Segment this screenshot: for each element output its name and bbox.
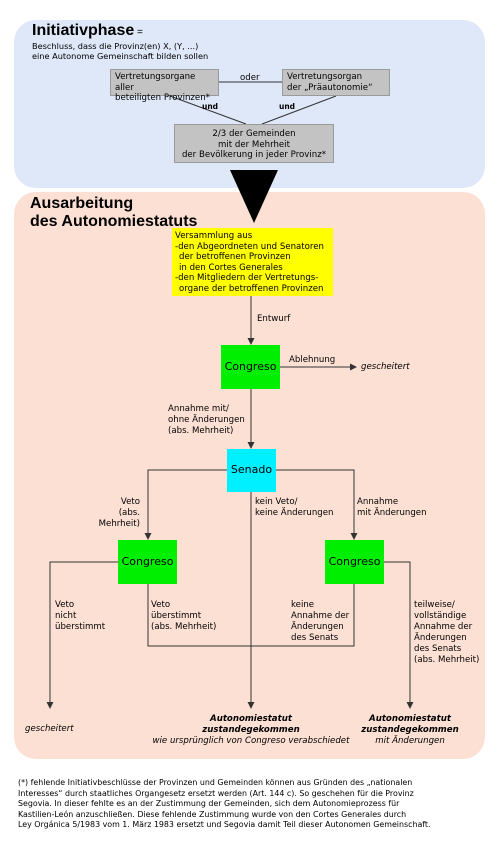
label-line: (abs. Mehrheit) xyxy=(414,655,480,665)
label-line: Annahme der xyxy=(414,622,473,632)
phase1-title-text: Initiativphase xyxy=(32,22,135,39)
assembly-text-line: in den Cortes Generales xyxy=(179,262,283,273)
label-line: teilweise/ xyxy=(414,600,455,610)
veto-nicht-label: Veto nicht überstimmt xyxy=(55,600,105,633)
result-line: zustandegekommen xyxy=(202,725,300,735)
result-amended: Autonomiestatut zustandegekommen mit Änd… xyxy=(358,714,462,747)
phase2-title-line: Ausarbeitung xyxy=(30,195,134,212)
label-line: vollständige xyxy=(414,611,467,621)
footnote-line: Ley Orgánica 5/1983 vom 1. März 1983 ers… xyxy=(18,820,431,829)
box-text-line: der „Präautonomie“ xyxy=(287,82,373,93)
congreso-box-right: Congreso xyxy=(325,540,384,584)
ablehnung-label: Ablehnung xyxy=(289,355,336,365)
box-text-line: beteiligten Provinzen* xyxy=(115,93,210,103)
phase1-subtitle: Beschluss, dass die Provinz(en) X, (Y, .… xyxy=(32,41,208,61)
label-line: mit Änderungen xyxy=(357,508,427,518)
box-text-line: mit der Mehrheit xyxy=(218,139,290,150)
kein-veto-label: kein Veto/ keine Änderungen xyxy=(255,497,334,519)
gescheitert-label-top: gescheitert xyxy=(361,362,410,372)
congreso-box-left: Congreso xyxy=(118,540,177,584)
label-line: Annahme mit/ xyxy=(168,404,229,414)
result-line: mit Änderungen xyxy=(375,736,445,746)
result-line: Autonomiestatut xyxy=(369,714,451,724)
phase1-subtitle-line: Beschluss, dass die Provinz(en) X, (Y, .… xyxy=(32,41,199,51)
assembly-box: Versammlung aus -den Abgeordneten und Se… xyxy=(172,228,333,296)
phase1-title: Initiativphase = xyxy=(32,22,143,40)
veto-ueberstimmt-label: Veto überstimmt (abs. Mehrheit) xyxy=(151,600,216,633)
assembly-text-line: der betroffenen Provinzen xyxy=(179,252,291,262)
label-line: des Senats xyxy=(414,644,462,654)
box-text-line: Vertretungsorgane aller xyxy=(115,72,196,93)
annahme-aenderungen-label: Annahme mit Änderungen xyxy=(357,497,427,519)
footnote-line: Interesses“ durch staatliches Organgeset… xyxy=(18,788,414,798)
label-line: überstimmt xyxy=(55,622,106,632)
phase1-subtitle-line: eine Autonome Gemeinschaft bilden sollen xyxy=(32,51,209,61)
und-label-left: und xyxy=(202,102,219,111)
assembly-text-line: organe der betroffenen Provinzen xyxy=(179,283,324,294)
assembly-text-line: -den Mitgliedern der Vertretungs- xyxy=(175,273,319,283)
congreso-box-first: Congreso xyxy=(221,345,280,389)
annahme-label: Annahme mit/ ohne Änderungen (abs. Mehrh… xyxy=(168,404,245,437)
label-line: (abs. Mehrheit) xyxy=(98,508,140,529)
label-line: keine Änderungen xyxy=(255,508,334,518)
label-line: (abs. Mehrheit) xyxy=(168,426,234,436)
phase2-title: Ausarbeitung des Autonomiestatuts xyxy=(30,195,197,231)
footnote-line: Segovia. In dieser fehlte es an der Zust… xyxy=(18,799,400,808)
box-preautonomy-body: Vertretungsorgan der „Präautonomie“ xyxy=(282,69,390,96)
gescheitert-label-bottom: gescheitert xyxy=(25,724,74,734)
result-line: wie ursprünglich von Congreso verabschie… xyxy=(152,736,350,746)
label-line: überstimmt xyxy=(151,611,202,621)
keine-annahme-label: keine Annahme der Änderungen des Senats xyxy=(291,600,349,644)
label-line: keine xyxy=(291,600,315,610)
label-line: Annahme der xyxy=(291,611,350,621)
box-text-line: 2/3 der Gemeinden xyxy=(212,129,296,139)
box-text-line: der Bevölkerung in jeder Provinz* xyxy=(181,150,327,160)
label-line: (abs. Mehrheit) xyxy=(151,622,217,632)
label-line: Veto xyxy=(151,600,171,610)
label-line: Veto xyxy=(55,600,75,610)
result-line: zustandegekommen xyxy=(361,725,459,735)
box-text-line: Vertretungsorgan xyxy=(287,72,363,82)
result-original: Autonomiestatut zustandegekommen wie urs… xyxy=(140,714,362,747)
box-municipalities: 2/3 der Gemeinden mit der Mehrheit der B… xyxy=(174,124,334,163)
label-line: nicht xyxy=(55,611,77,621)
oder-label: oder xyxy=(240,73,260,83)
assembly-text-line: Versammlung aus xyxy=(175,231,253,241)
phase1-title-suffix: = xyxy=(134,27,143,38)
label-line: des Senats xyxy=(291,633,339,643)
footnote-line: (*) fehlende Initiativbeschlüsse der Pro… xyxy=(18,778,413,787)
label-line: Veto xyxy=(120,497,140,507)
label-line: Änderungen xyxy=(414,633,467,643)
entwurf-label: Entwurf xyxy=(257,314,291,324)
phase-transition-arrow xyxy=(230,170,278,223)
senado-box: Senado xyxy=(227,449,276,492)
footnote: (*) fehlende Initiativbeschlüsse der Pro… xyxy=(18,778,494,831)
teilweise-annahme-label: teilweise/ vollständige Annahme der Ände… xyxy=(414,600,479,666)
phase2-title-line: des Autonomiestatuts xyxy=(30,213,198,230)
box-provincial-bodies: Vertretungsorgane aller beteiligten Prov… xyxy=(110,69,219,103)
label-line: kein Veto/ xyxy=(255,497,298,507)
result-line: Autonomiestatut xyxy=(210,714,292,724)
label-line: Änderungen xyxy=(291,622,344,632)
footnote-line: Kastilien-León anzuschließen. Diese fehl… xyxy=(18,809,407,819)
label-line: ohne Änderungen xyxy=(168,415,245,425)
und-label-right: und xyxy=(279,102,296,111)
assembly-text-line: -den Abgeordneten und Senatoren xyxy=(175,241,325,252)
label-line: Annahme xyxy=(357,497,399,507)
veto-label: Veto (abs. Mehrheit) xyxy=(76,497,140,530)
